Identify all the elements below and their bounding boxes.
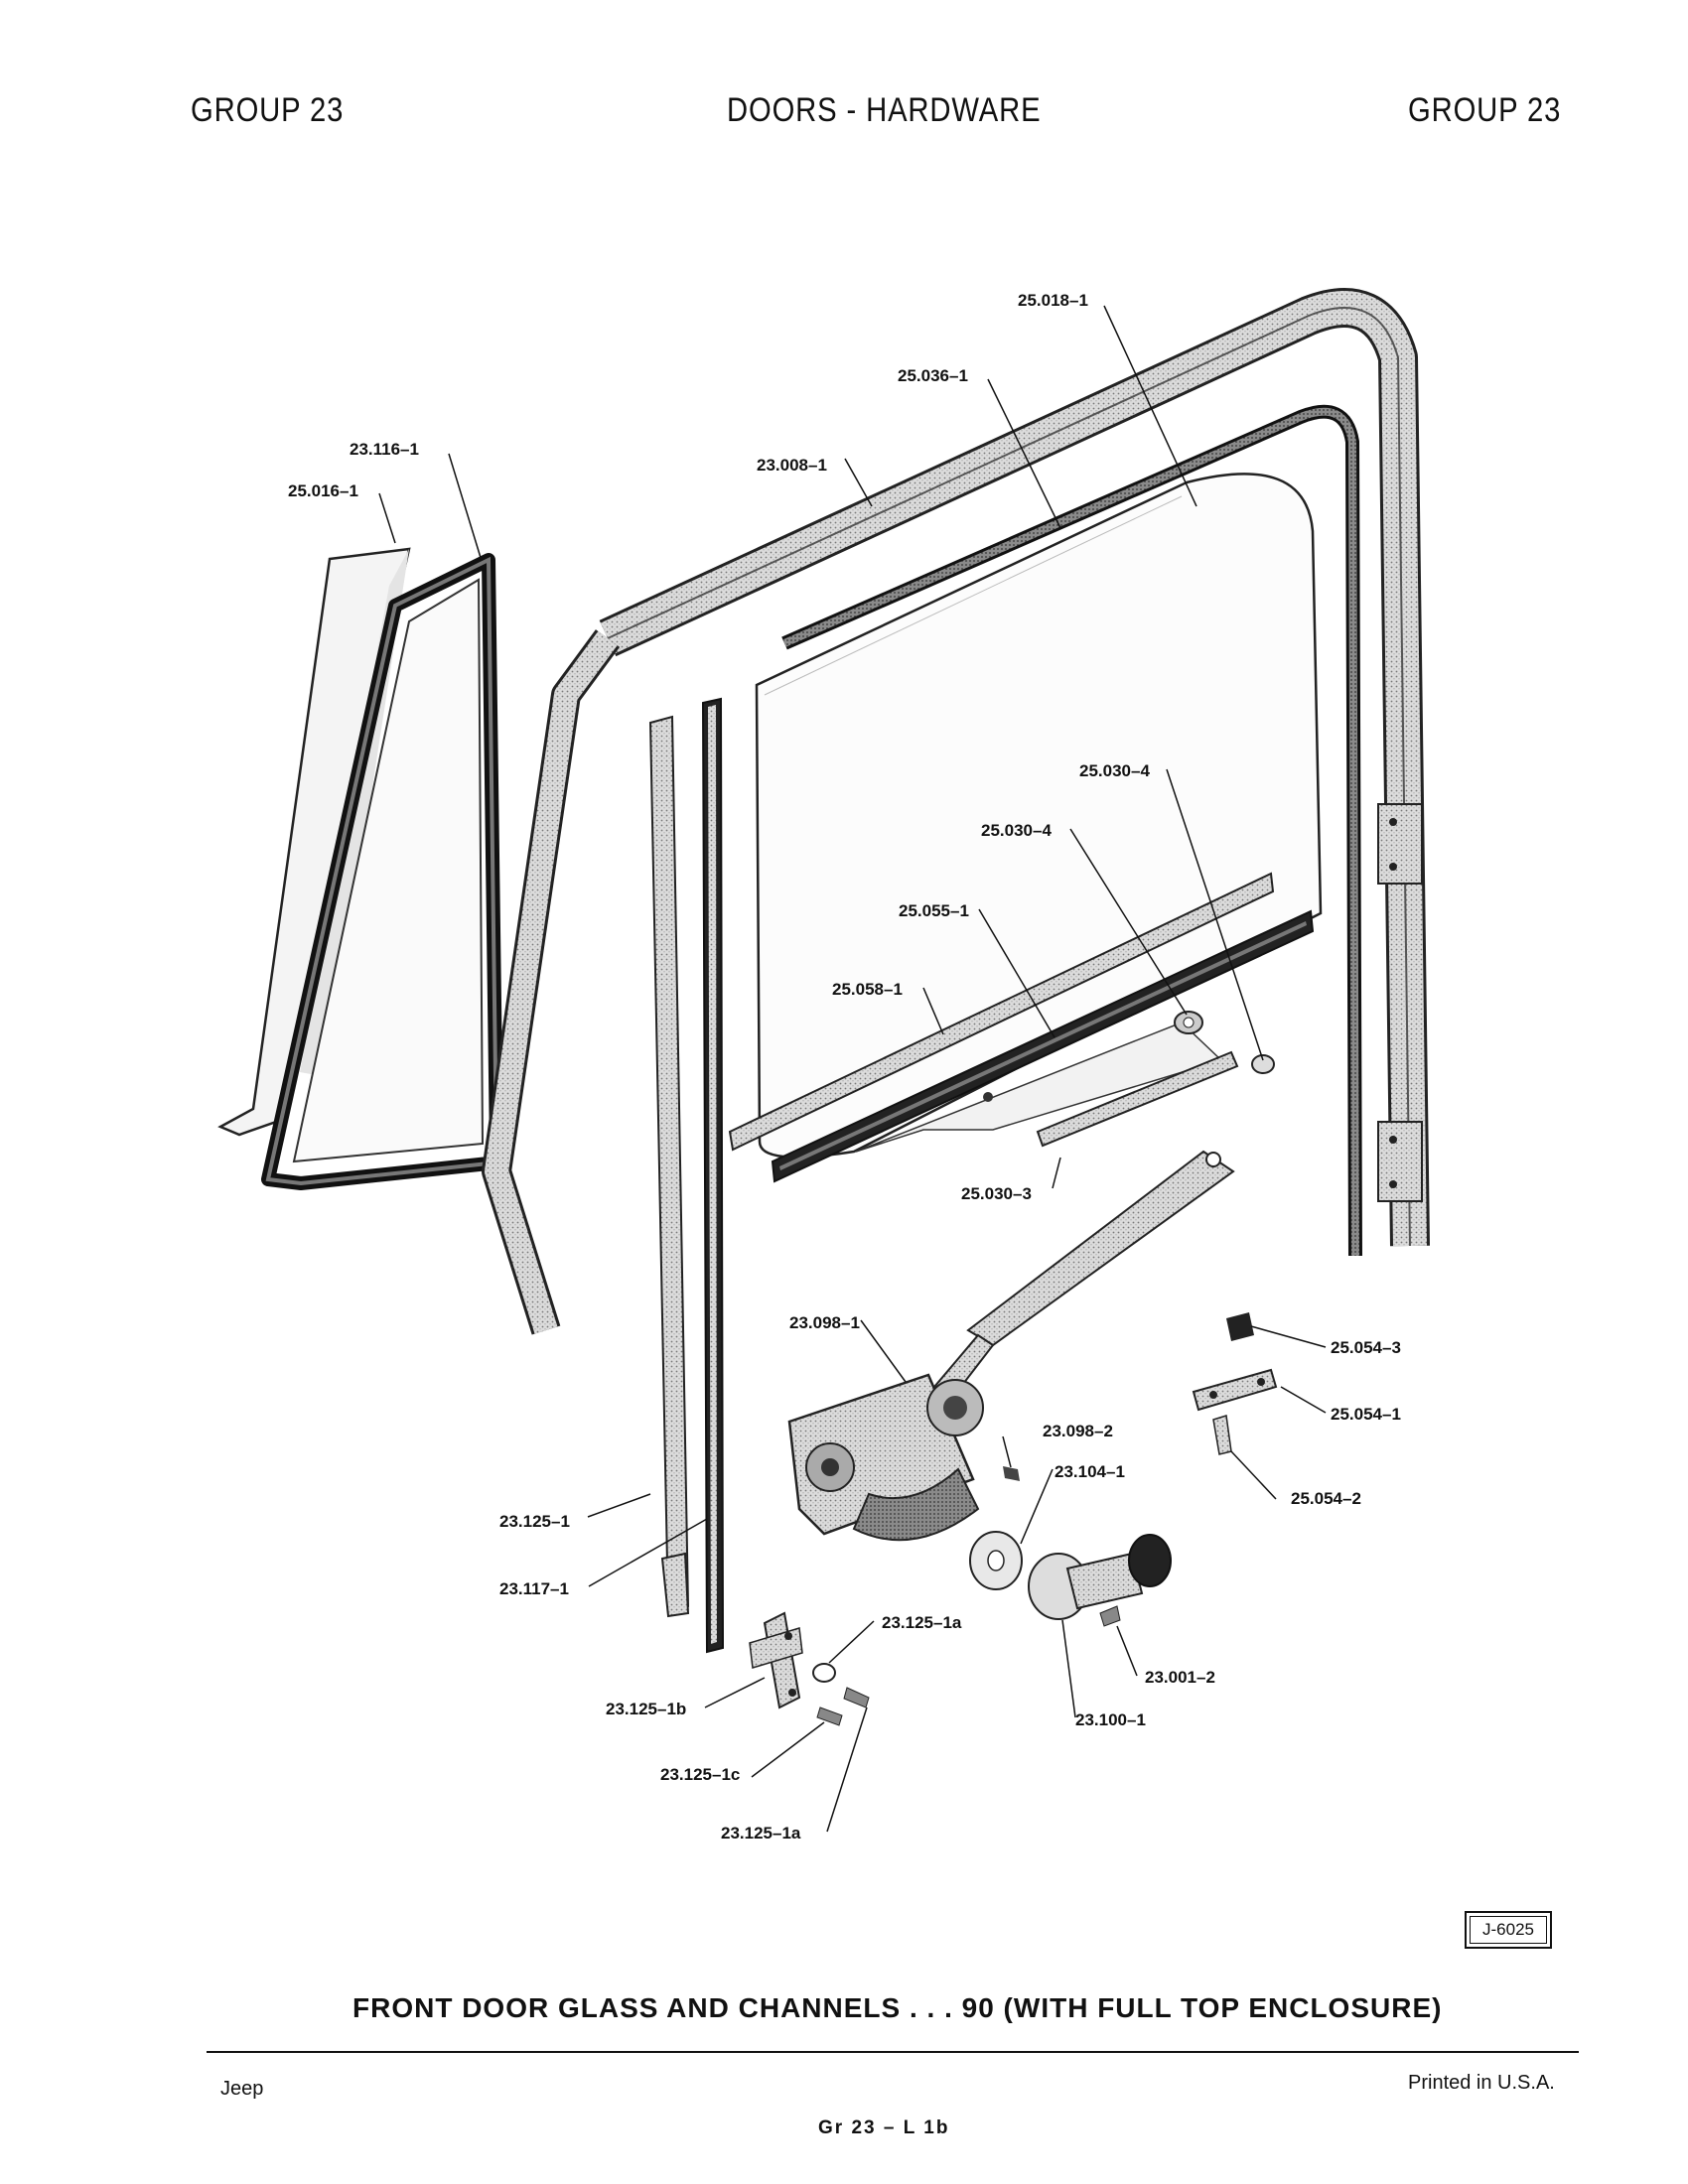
leader-lines — [378, 305, 1327, 1833]
callout-25-036-1: 25.036–1 — [898, 366, 968, 385]
footer-rule — [207, 2051, 1579, 2053]
glass-lift-channel — [728, 872, 1315, 1183]
footer-brand: Jeep — [220, 2078, 264, 2100]
callout-25-016-1: 25.016–1 — [288, 481, 358, 500]
callout-23-104-1: 23.104–1 — [1055, 1462, 1125, 1481]
callout-25-030-4-upper: 25.030–4 — [1079, 761, 1150, 780]
header-group-left: GROUP 23 — [191, 91, 345, 129]
callout-23-008-1: 23.008–1 — [757, 456, 827, 475]
front-channels — [648, 697, 725, 1654]
callout-25-054-2: 25.054–2 — [1291, 1489, 1361, 1508]
callout-23-125-1b: 23.125–1b — [606, 1700, 686, 1718]
callout-25-030-3: 25.030–3 — [961, 1184, 1032, 1203]
door-frame — [482, 288, 1430, 1335]
callout-23-100-1: 23.100–1 — [1075, 1710, 1146, 1729]
window-regulator — [787, 1150, 1235, 1542]
callout-labels: 25.018–1 25.036–1 23.116–1 25.016–1 23.0… — [288, 291, 1401, 1843]
callout-23-098-2: 23.098–2 — [1043, 1422, 1113, 1440]
spacer-parts — [1036, 1011, 1275, 1148]
footer-page-ref: Gr 23 – L 1b — [818, 2117, 950, 2138]
callout-23-125-1a-bottom: 23.125–1a — [721, 1824, 801, 1843]
channel-bracket-parts — [749, 1611, 870, 1726]
callout-23-125-1a-top: 23.125–1a — [882, 1613, 962, 1632]
header-group-right: GROUP 23 — [1408, 91, 1562, 129]
callout-25-030-4-lower: 25.030–4 — [981, 821, 1052, 840]
callout-25-054-1: 25.054–1 — [1331, 1405, 1401, 1424]
figure-code: J-6025 — [1465, 1911, 1552, 1949]
callout-23-125-1: 23.125–1 — [499, 1512, 570, 1531]
callout-23-125-1c: 23.125–1c — [660, 1765, 740, 1784]
callout-23-001-2: 23.001–2 — [1145, 1668, 1215, 1687]
footer-printed: Printed in U.S.A. — [1408, 2072, 1555, 2094]
callout-23-098-1: 23.098–1 — [789, 1313, 860, 1332]
figure-caption: FRONT DOOR GLASS AND CHANNELS . . . 90 (… — [352, 1992, 1443, 2023]
door-glass — [755, 473, 1323, 1159]
glass-run-channel — [781, 404, 1362, 1257]
handle-and-washers — [969, 1531, 1172, 1627]
callout-23-117-1: 23.117–1 — [499, 1579, 569, 1598]
callout-25-054-3: 25.054–3 — [1331, 1338, 1401, 1357]
bumper-bracket-parts — [1192, 1312, 1278, 1455]
callout-25-018-1: 25.018–1 — [1018, 291, 1088, 310]
callout-25-058-1: 25.058–1 — [832, 980, 903, 999]
callout-23-116-1: 23.116–1 — [350, 440, 419, 459]
page-title: DOORS - HARDWARE — [727, 91, 1042, 129]
callout-25-055-1: 25.055–1 — [899, 901, 969, 920]
